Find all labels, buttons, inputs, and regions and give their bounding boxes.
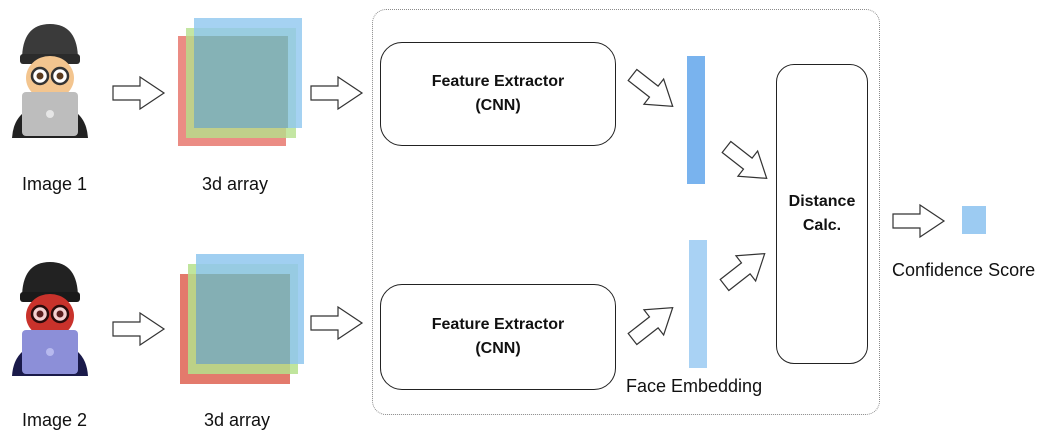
- face-embedding-bar-1: [687, 56, 705, 184]
- hollow-arrow-icon: [627, 68, 674, 108]
- 3d-array-stack-2: [180, 254, 304, 384]
- hollow-arrow-icon: [112, 75, 166, 111]
- distance-calc-box: Distance Calc.: [776, 64, 868, 364]
- confidence-score-square: [962, 206, 986, 234]
- distance-calc-line1: Distance: [788, 193, 856, 210]
- feature-extractor-box-1: Feature Extractor (CNN): [380, 42, 616, 146]
- overlap-region: [196, 274, 290, 364]
- avatar-image-1: [10, 20, 90, 140]
- hollow-arrow-icon: [627, 306, 674, 346]
- distance-calc-line2: Calc.: [802, 217, 842, 234]
- hollow-arrow-icon: [719, 252, 766, 292]
- hollow-arrow-icon: [310, 75, 364, 111]
- hollow-arrow-icon: [892, 203, 946, 239]
- confidence-score-label: Confidence Score: [892, 260, 1036, 280]
- feature-extractor-box-2: Feature Extractor (CNN): [380, 284, 616, 390]
- feature-extractor-subtitle: (CNN): [475, 97, 521, 114]
- image-2-label: Image 2: [22, 410, 88, 430]
- 3d-array-stack-1: [178, 18, 302, 146]
- feature-extractor-subtitle: (CNN): [475, 340, 521, 357]
- image-1-label: Image 1: [22, 174, 88, 194]
- face-embedding-bar-2: [689, 240, 707, 368]
- hollow-arrow-icon: [310, 305, 364, 341]
- avatar-image-2: [10, 258, 90, 378]
- array-1-label: 3d array: [202, 174, 269, 194]
- model-boundary: [372, 9, 880, 415]
- face-embedding-label: Face Embedding: [626, 376, 763, 396]
- overlap-region: [194, 36, 288, 128]
- hollow-arrow-icon: [112, 311, 166, 347]
- feature-extractor-title: Feature Extractor: [431, 73, 565, 90]
- hollow-arrow-icon: [721, 140, 768, 180]
- feature-extractor-title: Feature Extractor: [431, 316, 565, 333]
- array-2-label: 3d array: [204, 410, 271, 430]
